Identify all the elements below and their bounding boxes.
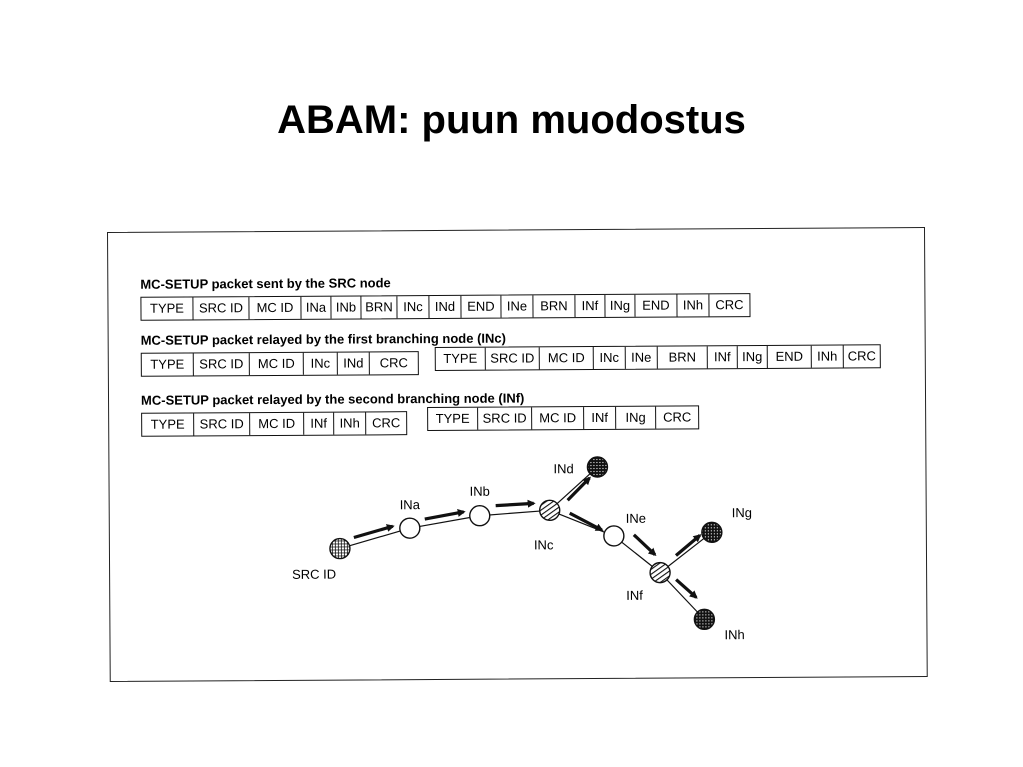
arrow-inc-ind (566, 476, 591, 502)
arrow-ine-inf (632, 533, 657, 557)
multicast-tree-diagram: SRC ID INa INb INc INd INe INf INg INh (292, 456, 752, 642)
node-inh (693, 608, 716, 631)
edge-inb-inc (479, 509, 550, 517)
label-ina: INa (400, 497, 421, 512)
arrow-ina-inb (424, 508, 466, 521)
edge-src-ina (339, 527, 410, 550)
figure-frame: MC-SETUP packet sent by the SRC node TYP… (107, 227, 928, 682)
edge-ina-inb (409, 515, 480, 529)
label-ine: INe (626, 511, 646, 526)
edge-inf-ing (659, 531, 713, 574)
arrow-inf-ing (674, 534, 702, 557)
label-ing: INg (732, 505, 752, 520)
node-src (329, 537, 351, 560)
node-ina (399, 517, 421, 539)
edge-inc-ine (549, 509, 615, 537)
arrow-inf-inh (675, 578, 698, 599)
node-ing (701, 521, 723, 544)
edge-inc-ind (549, 466, 598, 511)
label-inb: INb (470, 484, 490, 499)
node-inc (539, 499, 561, 522)
node-inb (469, 505, 491, 527)
label-ind: INd (553, 461, 573, 476)
arrow-inb-inc (495, 499, 536, 508)
edge-inf-inh (659, 572, 705, 620)
label-src: SRC ID (292, 567, 336, 582)
label-inf: INf (626, 588, 643, 603)
label-inc: INc (534, 537, 554, 552)
arrow-inc-ine (568, 511, 604, 532)
label-inh: INh (724, 627, 744, 642)
node-inf (649, 561, 671, 584)
node-ind (586, 456, 609, 478)
node-ine (603, 525, 625, 547)
slide-title: ABAM: puun muodostus (277, 98, 746, 142)
arrow-src-ina (353, 524, 395, 540)
